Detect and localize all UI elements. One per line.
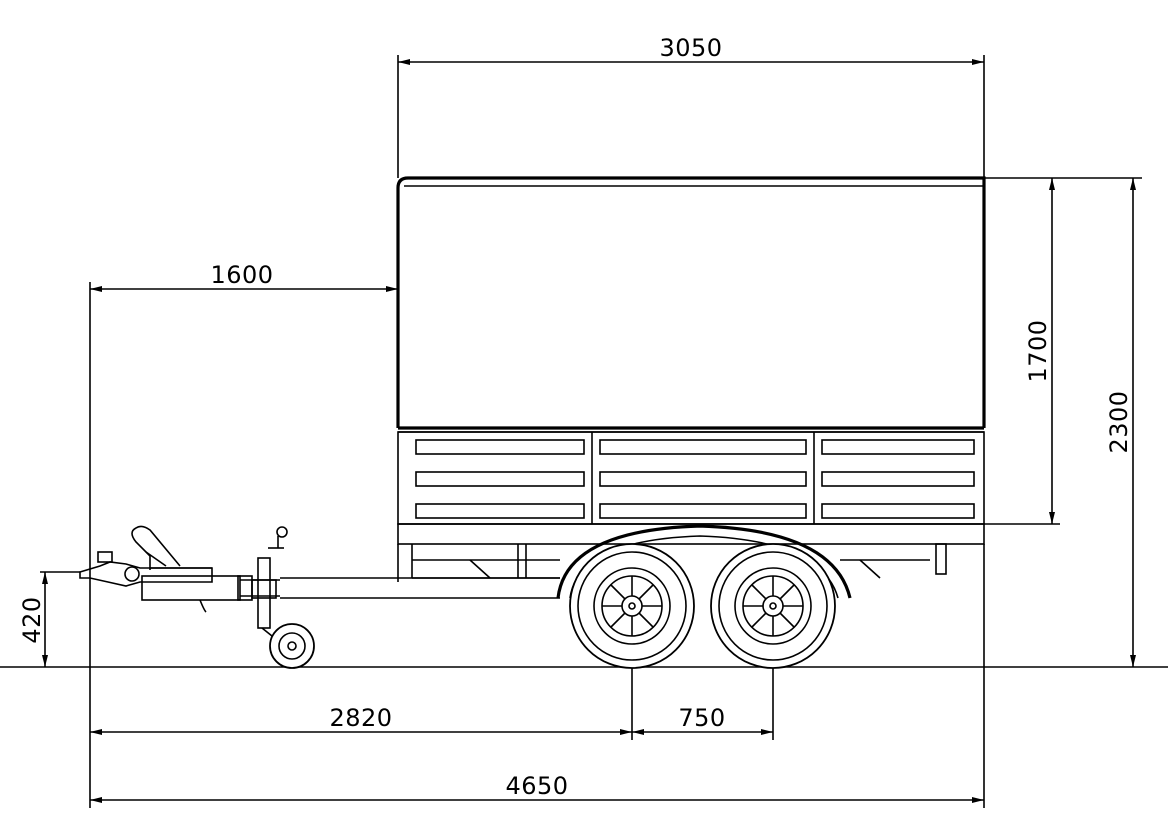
dim-label-drawbar-to-body: 1600: [210, 261, 273, 289]
dimension-1600: 1600: [90, 261, 398, 292]
jockey-wheel: [251, 526, 315, 669]
trailer-body: [396, 176, 986, 582]
side-panel: [397, 431, 985, 525]
dim-label-axle-position: 2820: [329, 704, 392, 732]
extension-lines: [40, 55, 1142, 808]
tarpaulin-cover: [396, 176, 986, 428]
dimension-3050: 3050: [398, 34, 984, 65]
dim-label-body-length: 3050: [659, 34, 722, 62]
coupling-head: [79, 551, 213, 587]
dimension-2820: 2820: [90, 704, 632, 735]
dim-label-coupling-height: 420: [18, 596, 46, 643]
dim-label-total-height: 2300: [1105, 390, 1133, 453]
dimension-420: 420: [18, 572, 48, 667]
wheel-rear-axle: [710, 543, 836, 669]
panel-slats: [415, 439, 975, 519]
dimension-4650: 4650: [90, 772, 984, 803]
dim-label-cover-height: 1700: [1024, 319, 1052, 382]
handbrake-lever: [131, 525, 181, 570]
dimension-750: 750: [632, 704, 773, 735]
wheel-front-axle: [569, 543, 695, 669]
dimension-1700: 1700: [1024, 178, 1055, 524]
dimension-2300: 2300: [1105, 178, 1136, 667]
dim-label-overall-length: 4650: [505, 772, 568, 800]
dim-label-axle-spacing: 750: [678, 704, 725, 732]
